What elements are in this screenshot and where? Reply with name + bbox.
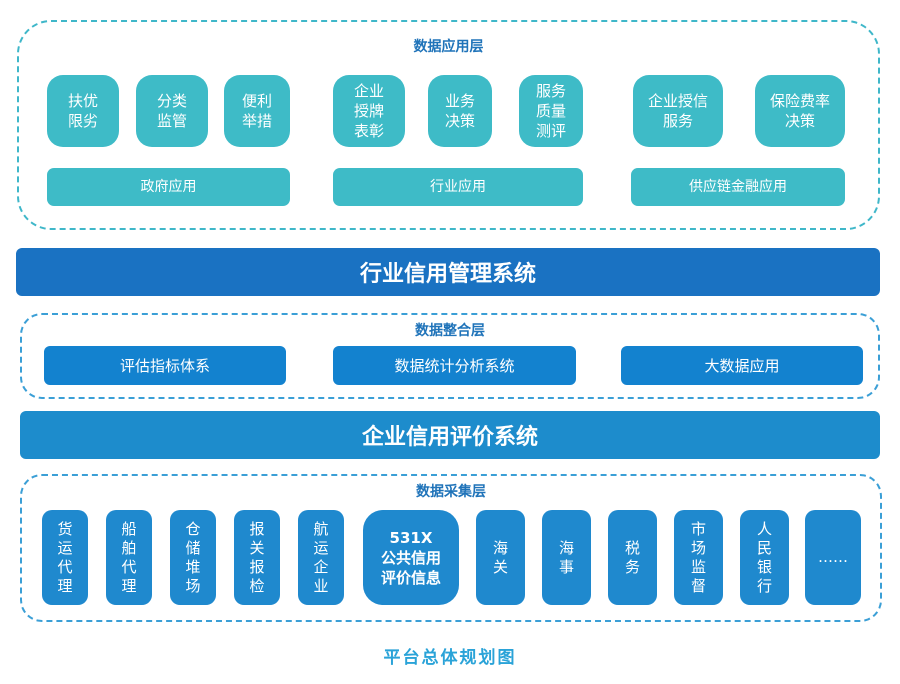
collection-customs: 海 关 [476,510,525,605]
app-tile-insurance-rate: 保险费率 决策 [755,75,845,147]
app-tile-priority-restrict: 扶优 限劣 [47,75,119,147]
collection-layer-frame: 数据采集层 [20,474,882,622]
app-bar-industry: 行业应用 [333,168,583,206]
app-tile-business-decision: 业务 决策 [428,75,492,147]
collection-layer-title: 数据采集层 [416,484,486,500]
app-tile-service-quality: 服务 质量 测评 [519,75,583,147]
integration-statistics-system: 数据统计分析系统 [333,346,576,385]
app-bar-supply-chain-finance: 供应链金融应用 [631,168,845,206]
app-tile-enterprise-awards: 企业 授牌 表彰 [333,75,405,147]
collection-tax: 税 务 [608,510,657,605]
evaluation-system-bar: 企业信用评价系统 [20,411,880,459]
app-tile-enterprise-credit: 企业授信 服务 [633,75,723,147]
diagram-caption: 平台总体规划图 [383,648,517,668]
management-system-bar: 行业信用管理系统 [16,248,880,296]
application-layer-frame: 数据应用层 [17,20,880,230]
collection-customs-inspection: 报 关 报 检 [234,510,280,605]
collection-shipping-enterprise: 航 运 企 业 [298,510,344,605]
integration-evaluation-index: 评估指标体系 [44,346,286,385]
integration-big-data: 大数据应用 [621,346,863,385]
collection-public-credit-info: 531X 公共信用 评价信息 [363,510,459,605]
app-tile-classified-supervision: 分类 监管 [136,75,208,147]
app-tile-convenience-measures: 便利 举措 [224,75,290,147]
integration-layer-title: 数据整合层 [415,323,485,339]
app-bar-government: 政府应用 [47,168,290,206]
collection-more: …… [805,510,861,605]
collection-market-supervision: 市 场 监 督 [674,510,723,605]
integration-layer-frame: 数据整合层 [20,313,880,399]
collection-peoples-bank: 人 民 银 行 [740,510,789,605]
collection-ship-agency: 船 舶 代 理 [106,510,152,605]
application-layer-title: 数据应用层 [413,39,484,55]
collection-freight-forwarding: 货 运 代 理 [42,510,88,605]
collection-warehouse-yard: 仓 储 堆 场 [170,510,216,605]
collection-maritime: 海 事 [542,510,591,605]
